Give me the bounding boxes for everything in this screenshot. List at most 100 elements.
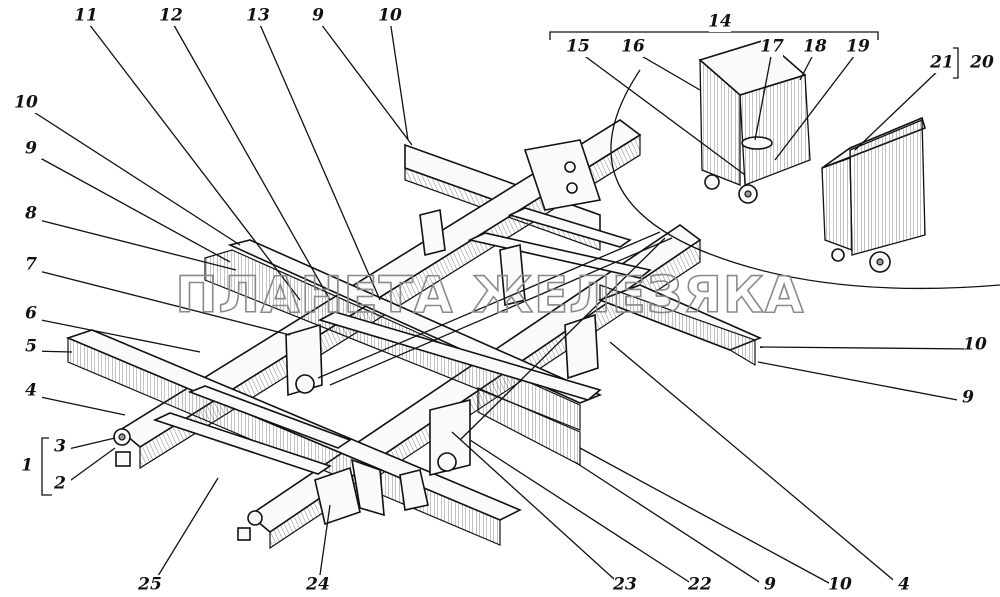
leader-line-c19 <box>774 50 859 161</box>
callout-bg-c14 <box>709 12 731 32</box>
leader-line-c9c <box>574 461 771 590</box>
inset-eye-right-hole <box>744 190 752 198</box>
callout-c7: 7 <box>25 255 37 275</box>
callout-c12: 12 <box>159 6 183 26</box>
tow-hook <box>350 458 385 517</box>
callout-bg-c23 <box>614 575 636 595</box>
callout-bg-c10c <box>829 575 851 595</box>
callout-c4a: 4 <box>25 381 37 401</box>
callout-c25: 25 <box>137 575 162 595</box>
callout-c18: 18 <box>803 37 827 57</box>
inset-bracket-side <box>739 74 811 186</box>
leader-line-c10c <box>579 447 841 590</box>
callout-c3: 3 <box>54 437 66 457</box>
outrigger-right-face <box>599 284 756 367</box>
leader-line-c16 <box>632 50 701 91</box>
callout-bg-c5 <box>20 337 42 357</box>
leader-line-c21 <box>854 66 943 151</box>
tow-bracket <box>399 469 429 511</box>
callout-bg-c8 <box>20 204 42 224</box>
callout-c9c: 9 <box>764 575 776 595</box>
callout-bg-c22 <box>689 575 711 595</box>
mid-hanger <box>499 243 526 307</box>
callout-c14: 14 <box>708 12 732 32</box>
callout-bg-c11 <box>75 6 97 26</box>
leader-line-c22 <box>469 439 701 590</box>
leader-line-c6 <box>30 317 201 353</box>
callout-c5: 5 <box>25 337 37 357</box>
front-lug-2 <box>115 451 131 467</box>
leader-line-c4b <box>609 341 905 590</box>
callout-bg-c9d <box>957 388 979 408</box>
group-brace-20 <box>953 47 959 79</box>
leader-line-c9a <box>317 19 413 146</box>
callout-c10b: 10 <box>14 93 38 113</box>
bracket-eye-22 <box>437 452 457 472</box>
spring-bracket-6 <box>285 323 323 397</box>
leader-line-c15 <box>577 50 746 176</box>
rear-bracket-plate <box>523 139 602 211</box>
callout-c4b: 4 <box>898 575 910 595</box>
callout-bg-c7 <box>20 255 42 275</box>
leader-line-c12 <box>170 19 331 301</box>
callout-bg-c15 <box>567 37 589 57</box>
brace-line-3 <box>459 237 666 441</box>
inset-eye-left <box>704 174 720 190</box>
callout-c19: 19 <box>846 37 870 57</box>
callout-bg-c4a <box>20 381 42 401</box>
callout-bg-c1 <box>16 456 38 476</box>
bracket-hole-1 <box>564 161 576 173</box>
callout-c2: 2 <box>53 474 66 494</box>
group-brace-1 <box>41 437 52 496</box>
inset2-eye-hole <box>876 258 884 266</box>
callout-c1: 1 <box>21 456 33 476</box>
rear-lug <box>237 527 251 541</box>
spring-bracket-rear <box>564 313 599 380</box>
callout-c8: 8 <box>24 204 37 224</box>
inset2-eye-left <box>831 248 845 262</box>
leader-line-c10b <box>25 106 241 246</box>
callout-bg-c9a <box>307 6 329 26</box>
callout-c20: 20 <box>969 53 994 73</box>
callout-bg-c20 <box>971 53 993 73</box>
chassis-frame <box>65 119 763 550</box>
callout-c9b: 9 <box>25 139 37 159</box>
callout-bg-c10a <box>379 6 401 26</box>
leader-line-c10a <box>389 19 409 141</box>
leader-line-c11 <box>85 19 301 301</box>
front-bumper-face <box>67 337 501 546</box>
detail-inset <box>610 39 1000 290</box>
group-bracket-14 <box>549 31 879 40</box>
leader-lines <box>25 19 976 590</box>
leader-line-c7 <box>30 268 291 336</box>
cross-member-top <box>507 207 632 248</box>
callout-c16: 16 <box>621 37 645 57</box>
watermark-text: ПЛАНЕТА ЖЕЛЕЗЯКА <box>176 266 805 324</box>
callout-c9d: 9 <box>962 388 974 408</box>
callout-bg-c9c <box>759 575 781 595</box>
callout-c24: 24 <box>305 575 330 595</box>
inset-bracket2-side <box>849 119 926 256</box>
leader-line-c10d <box>759 346 976 350</box>
leader-line-c25 <box>149 477 219 590</box>
callout-c10c: 10 <box>828 575 852 595</box>
rear-eye <box>247 510 263 526</box>
callout-c10d: 10 <box>963 335 987 355</box>
callout-bg-c12 <box>160 6 182 26</box>
leader-line-c9b <box>30 152 231 263</box>
callout-c11: 11 <box>74 6 98 26</box>
leader-line-c23 <box>451 431 626 590</box>
callout-bg-c24 <box>307 575 329 595</box>
callout-bg-c16 <box>622 37 644 57</box>
inset-hole-17 <box>741 136 773 150</box>
callout-bg-c9b <box>20 139 42 159</box>
callout-c9a: 9 <box>312 6 324 26</box>
callout-bg-c4b <box>893 575 915 595</box>
callout-c17: 17 <box>760 37 784 57</box>
leader-line-c4a <box>30 394 126 416</box>
callout-bg-c2 <box>49 474 71 494</box>
callout-bg-c18 <box>804 37 826 57</box>
front-eye-3-hole <box>118 433 126 441</box>
